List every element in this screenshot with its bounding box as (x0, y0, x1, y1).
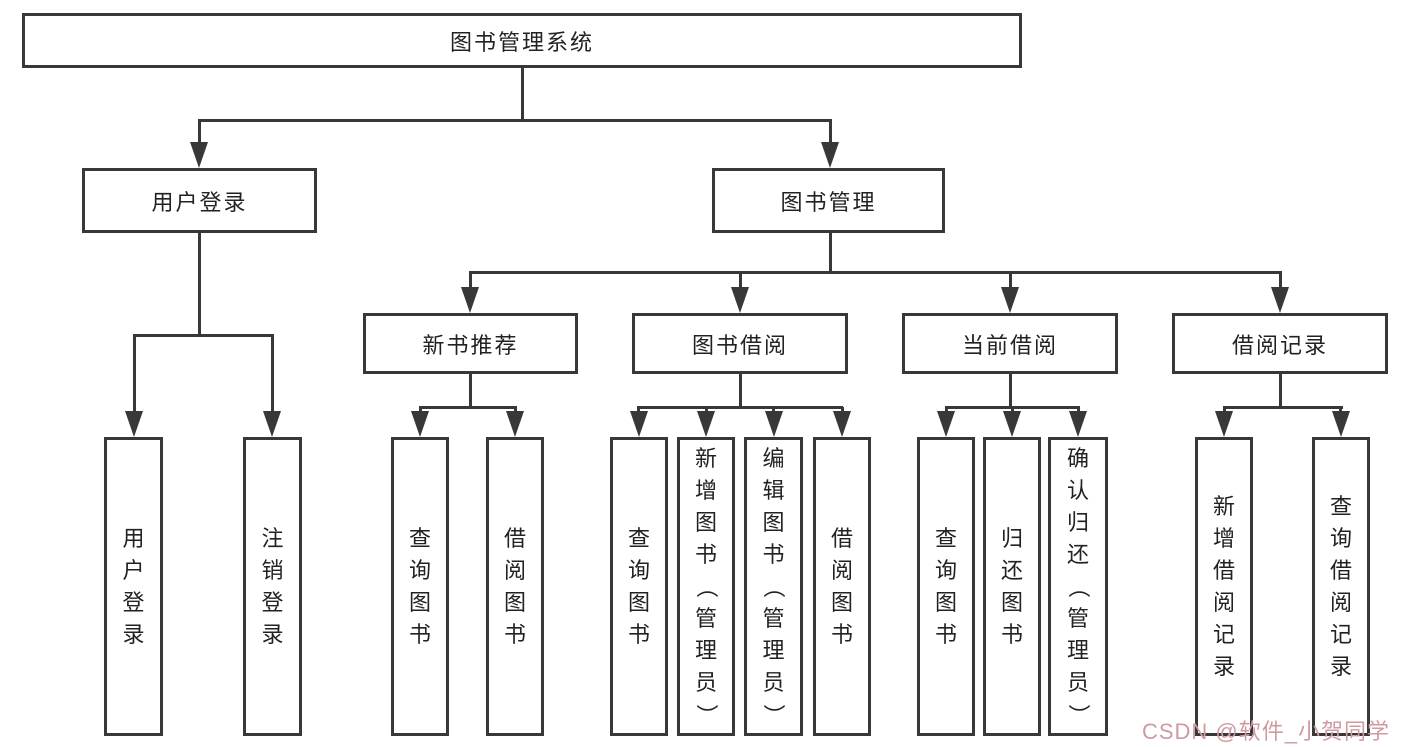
node-book-mgmt-label: 图书管理 (780, 189, 877, 215)
arrowhead-borrow-record (1271, 287, 1289, 313)
node-book-mgmt: 图书管理 (712, 168, 945, 233)
arrowhead-leaf-query-book-current (937, 411, 955, 437)
connector-root-arm-right (828, 120, 832, 146)
leaf-query-book-borrow-label: 查询图书 (627, 525, 650, 647)
arrowhead-user-login (190, 142, 208, 168)
connector-user-arm-2 (270, 335, 274, 414)
node-current-borrow-label: 当前借阅 (961, 332, 1058, 358)
leaf-borrow-book-rec-label: 借阅图书 (503, 525, 526, 647)
node-user-login-label: 用户登录 (151, 189, 248, 215)
arrowhead-leaf-logout (263, 411, 281, 437)
connector-borrow-stem (738, 374, 742, 408)
leaf-user-login: 用户登录 (104, 437, 163, 736)
leaf-add-borrow-record-label: 新增借阅记录 (1212, 493, 1235, 679)
arrowhead-leaf-confirm-return (1069, 411, 1087, 437)
node-borrow-record-label: 借阅记录 (1231, 332, 1328, 358)
leaf-query-borrow-record-label: 查询借阅记录 (1329, 493, 1352, 679)
leaf-add-borrow-record: 新增借阅记录 (1195, 437, 1253, 736)
connector-rec-hbar (418, 405, 517, 409)
node-borrow-record: 借阅记录 (1172, 313, 1388, 374)
connector-mgmt-arm-4 (1278, 272, 1282, 290)
connector-user-hbar (132, 333, 274, 337)
connector-record-hbar (1222, 405, 1343, 409)
arrowhead-leaf-query-book-rec (411, 411, 429, 437)
arrowhead-leaf-edit-book (764, 411, 783, 437)
node-user-login: 用户登录 (82, 168, 317, 233)
leaf-query-book-current: 查询图书 (917, 437, 975, 736)
node-new-book-rec: 新书推荐 (363, 313, 578, 374)
connector-record-stem (1278, 374, 1282, 408)
node-root: 图书管理系统 (22, 13, 1022, 68)
arrowhead-leaf-add-borrow-record (1215, 411, 1233, 437)
leaf-logout-label: 注销登录 (261, 525, 284, 647)
arrowhead-book-borrow (731, 287, 749, 313)
node-new-book-rec-label: 新书推荐 (422, 332, 519, 358)
arrowhead-leaf-add-book (697, 411, 715, 437)
arrowhead-leaf-borrow-book-borrow (833, 411, 851, 437)
leaf-add-book-label: 新增图书（管理员） (693, 445, 719, 726)
arrowhead-leaf-return-book (1003, 411, 1021, 437)
connector-mgmt-stem (828, 233, 832, 273)
arrowhead-leaf-query-book-borrow (629, 411, 648, 437)
csdn-watermark: CSDN @软件_小贺同学 (1141, 719, 1390, 744)
arrowhead-leaf-user-login (125, 411, 143, 437)
connector-mgmt-arm-1 (468, 272, 472, 290)
connector-mgmt-arm-3 (1008, 272, 1012, 290)
leaf-query-book-borrow: 查询图书 (610, 437, 668, 736)
leaf-query-borrow-record: 查询借阅记录 (1312, 437, 1370, 736)
leaf-confirm-return: 确认归还（管理员） (1048, 437, 1108, 736)
leaf-borrow-book-rec: 借阅图书 (486, 437, 544, 736)
arrowhead-current-borrow (1001, 287, 1019, 313)
leaf-edit-book-label: 编辑图书（管理员） (761, 445, 787, 726)
leaf-query-book-rec: 查询图书 (391, 437, 449, 736)
leaf-borrow-book-borrow: 借阅图书 (813, 437, 871, 736)
node-root-label: 图书管理系统 (449, 29, 594, 55)
leaf-borrow-book-borrow-label: 借阅图书 (830, 525, 853, 647)
leaf-query-book-rec-label: 查询图书 (408, 525, 431, 647)
connector-user-stem (197, 233, 201, 336)
leaf-add-book: 新增图书（管理员） (677, 437, 735, 736)
leaf-return-book: 归还图书 (983, 437, 1041, 736)
arrowhead-new-book-rec (461, 287, 479, 313)
leaf-query-book-current-label: 查询图书 (934, 525, 957, 647)
connector-root-hbar (197, 118, 832, 122)
connector-current-stem (1008, 374, 1012, 408)
arrowhead-leaf-borrow-book-rec (506, 411, 524, 437)
node-current-borrow: 当前借阅 (902, 313, 1118, 374)
connector-root-stem (520, 68, 524, 121)
arrowhead-book-mgmt (821, 142, 839, 168)
leaf-logout: 注销登录 (243, 437, 302, 736)
leaf-return-book-label: 归还图书 (1000, 525, 1023, 647)
leaf-confirm-return-label: 确认归还（管理员） (1065, 445, 1091, 726)
leaf-edit-book: 编辑图书（管理员） (744, 437, 803, 736)
node-book-borrow: 图书借阅 (632, 313, 848, 374)
arrowhead-leaf-query-borrow-record (1331, 411, 1350, 437)
leaf-user-login-label: 用户登录 (122, 525, 145, 647)
connector-borrow-hbar (637, 405, 843, 409)
connector-mgmt-hbar (468, 270, 1282, 274)
connector-user-arm-1 (132, 335, 136, 414)
connector-mgmt-arm-2 (738, 272, 742, 290)
node-book-borrow-label: 图书借阅 (691, 332, 788, 358)
connector-rec-stem (468, 374, 472, 408)
connector-root-arm-left (197, 120, 201, 146)
